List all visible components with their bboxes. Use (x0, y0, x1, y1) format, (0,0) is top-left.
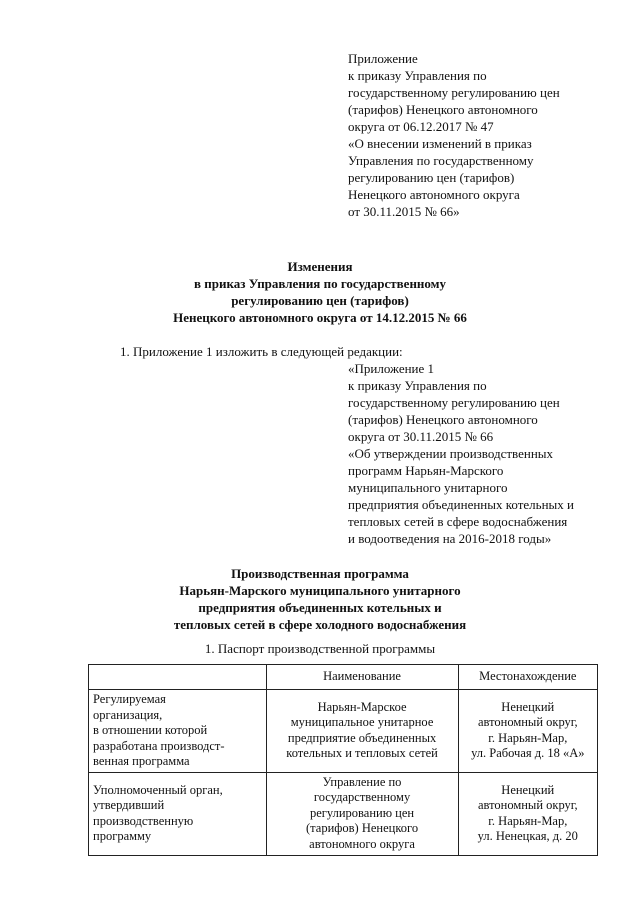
appendix-line: «О внесении изменений в приказ (348, 136, 532, 151)
cell-line: Ненецкий (501, 782, 555, 797)
cell-line: венная программа (93, 754, 190, 768)
cell-line: муниципальное унитарное (290, 715, 434, 730)
heading-line: Изменения (287, 259, 353, 274)
heading-line: тепловых сетей в сфере холодного водосна… (173, 617, 467, 632)
cell-line: Нарьян-Марское (317, 699, 407, 714)
table-cell-location: Ненецкий автономный округ, г. Нарьян-Мар… (457, 689, 599, 773)
appendix-line: от 30.11.2015 № 66» (348, 204, 460, 219)
table-row: Уполномоченный орган, утвердивший произв… (88, 771, 599, 856)
appendix-line: Приложение (348, 51, 418, 66)
cell-line: организация, (93, 707, 163, 722)
appendix-1-line: и водоотведения на 2016-2018 годы» (348, 531, 552, 546)
appendix-line: государственному регулированию цен (348, 85, 560, 100)
cell-line: разработана производст- (93, 738, 225, 753)
heading-line: регулированию цен (тарифов) (231, 293, 409, 308)
appendix-1-line: округа от 30.11.2015 № 66 (348, 429, 494, 444)
appendix-1-line: государственному регулированию цен (348, 395, 560, 410)
cell-line: Ненецкий (501, 699, 555, 714)
appendix-1-line: тепловых сетей в сфере водоснабжения (348, 514, 568, 529)
appendix-1-line: к приказу Управления по (348, 378, 487, 393)
appendix-line: округа от 06.12.2017 № 47 (348, 119, 494, 134)
cell-line: г. Нарьян-Мар, (488, 730, 568, 745)
cell-line: утвердивший (93, 798, 165, 812)
cell-line: государственному (313, 790, 411, 805)
cell-line: регулированию цен (310, 805, 415, 820)
appendix-line: регулированию цен (тарифов) (348, 170, 515, 185)
heading-line: в приказ Управления по государственному (193, 276, 447, 291)
appendix-line: Ненецкого автономного округа (348, 187, 520, 202)
cell-line: ул. Ненецкая, д. 20 (477, 829, 578, 843)
appendix-line: Управления по государственному (348, 153, 534, 168)
table-header-row: Наименование Местонахождение (88, 664, 599, 690)
cell-line: автономный округ, (477, 715, 578, 730)
heading-line: предприятия объединенных котельных и (198, 600, 442, 615)
table-cell-location: Ненецкий автономный округ, г. Нарьян-Мар… (457, 771, 599, 856)
appendix-1-line: (тарифов) Ненецкого автономного (348, 412, 538, 427)
appendix-1-line: «Об утверждении производственных (348, 446, 554, 461)
cell-line: в отношении которой (93, 723, 208, 737)
table-header-name: Наименование (265, 664, 459, 690)
heading-line: Нарьян-Марского муниципального унитарног… (179, 583, 461, 598)
heading-line: Ненецкого автономного округа от 14.12.20… (173, 310, 467, 325)
table-cell-name: Нарьян-Марское муниципальное унитарное п… (265, 689, 459, 773)
cell-line: производственную (93, 813, 194, 828)
table-header-empty (88, 664, 267, 690)
changes-heading: Изменения в приказ Управления по государ… (0, 258, 640, 326)
appendix-line: к приказу Управления по (348, 68, 487, 83)
passport-table: Наименование Местонахождение Регулируема… (88, 664, 599, 856)
item-1-text: 1. Приложение 1 изложить в следующей ред… (120, 344, 403, 359)
appendix-1-line: программ Нарьян-Марского (348, 463, 504, 478)
table-row: Регулируемая организация, в отношении ко… (88, 689, 599, 773)
appendix-line: (тарифов) Ненецкого автономного (348, 102, 538, 117)
appendix-reference: Приложение к приказу Управления по госуд… (348, 50, 618, 220)
cell-line: предприятие объединенных (287, 730, 437, 745)
cell-line: котельных и тепловых сетей (286, 746, 438, 761)
table-header-location: Местонахождение (457, 664, 599, 690)
table-cell-name: Управление по государственному регулиров… (265, 771, 459, 856)
cell-line: (тарифов) Ненецкого (306, 821, 419, 836)
cell-line: автономного округа (309, 836, 415, 851)
table-cell-label: Регулируемая организация, в отношении ко… (88, 689, 267, 773)
appendix-1-line: «Приложение 1 (348, 361, 435, 376)
cell-line: программу (93, 829, 152, 843)
program-heading: Производственная программа Нарьян-Марско… (0, 565, 640, 633)
cell-line: автономный округ, (477, 798, 578, 812)
cell-line: ул. Рабочая д. 18 «А» (471, 746, 585, 761)
heading-line: Производственная программа (231, 566, 409, 581)
cell-line: Уполномоченный орган, (93, 782, 223, 797)
appendix-1-reference: «Приложение 1 к приказу Управления по го… (348, 360, 628, 547)
appendix-1-line: муниципального унитарного (348, 480, 508, 495)
appendix-1-line: предприятия объединенных котельных и (348, 497, 574, 512)
cell-line: Регулируемая (93, 692, 166, 706)
cell-line: Управление по (322, 774, 402, 789)
passport-section-title: 1. Паспорт производственной программы (204, 641, 436, 656)
table-cell-label: Уполномоченный орган, утвердивший произв… (88, 771, 267, 856)
cell-line: г. Нарьян-Мар, (488, 813, 568, 828)
